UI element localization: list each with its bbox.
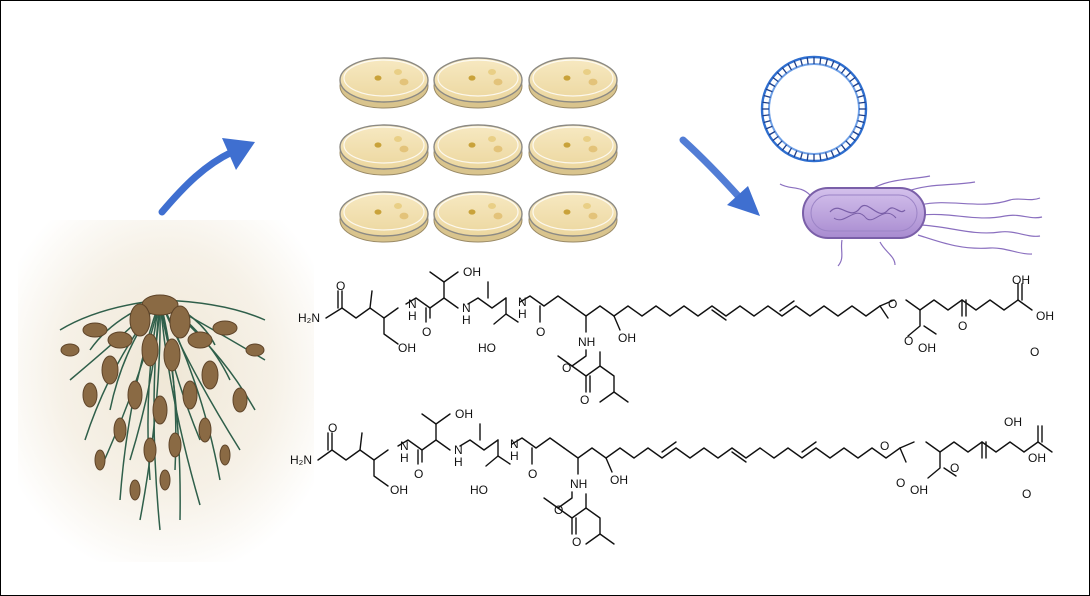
atom-label: H	[400, 451, 409, 465]
atom-label: OH	[910, 483, 928, 497]
atom-label: HO	[478, 341, 496, 355]
chemical-structure-2	[317, 413, 1053, 545]
atom-label: O	[414, 467, 423, 481]
atom-label: OH	[1028, 451, 1046, 465]
petri-dish-icon	[339, 57, 429, 109]
atom-label: O	[554, 503, 563, 517]
atom-label: OH	[398, 341, 416, 355]
atom-label: OH	[1012, 273, 1030, 287]
atom-label: HO	[470, 483, 488, 497]
petri-dish-icon	[339, 191, 429, 243]
petri-dish-icon	[339, 124, 429, 176]
atom-label: OH	[918, 341, 936, 355]
atom-label: H	[518, 307, 527, 321]
atom-label: O	[572, 535, 581, 549]
atom-label: O	[562, 361, 571, 375]
atom-label: H₂N	[290, 453, 312, 467]
atom-label: N	[408, 297, 417, 311]
atom-label: N	[462, 301, 471, 315]
atom-label: N	[454, 443, 463, 457]
root-illustration	[18, 220, 314, 562]
atom-label: N	[400, 439, 409, 453]
petri-dish-icon	[433, 57, 523, 109]
chemical-structure-1	[325, 271, 1033, 403]
atom-label: NH	[578, 335, 595, 349]
petri-dish-grid	[339, 57, 618, 243]
atom-label: OH	[1004, 415, 1022, 429]
curved-arrow-icon	[679, 136, 760, 216]
petri-dish-icon	[433, 124, 523, 176]
atom-label: OH	[1036, 309, 1054, 323]
atom-label: O	[422, 325, 431, 339]
petri-dish-icon	[528, 191, 618, 243]
atom-label: O	[1030, 345, 1039, 359]
atom-label: N	[518, 295, 527, 309]
atom-label: O	[896, 476, 905, 490]
curved-arrow-icon	[158, 138, 255, 216]
atom-label: OH	[610, 473, 628, 487]
atom-label: N	[510, 437, 519, 451]
atom-label: O	[528, 467, 537, 481]
plasmid-icon	[760, 55, 868, 163]
atom-label: H	[408, 309, 417, 323]
atom-label: O	[580, 393, 589, 407]
atom-label: H	[510, 449, 519, 463]
petri-dish-icon	[528, 57, 618, 109]
atom-label: O	[880, 439, 889, 453]
atom-label: OH	[390, 483, 408, 497]
atom-label: O	[336, 279, 345, 293]
petri-dish-icon	[433, 191, 523, 243]
atom-label: O	[958, 319, 967, 333]
atom-label: O	[888, 297, 897, 311]
atom-label: OH	[455, 407, 473, 421]
atom-label: O	[904, 334, 913, 348]
petri-dish-icon	[528, 124, 618, 176]
bacterium-icon	[779, 175, 1043, 267]
atom-label: OH	[463, 265, 481, 279]
atom-label: O	[1022, 487, 1031, 501]
atom-label: H₂N	[298, 311, 320, 325]
atom-label: H	[462, 313, 471, 327]
atom-label: NH	[570, 477, 587, 491]
atom-label: H	[454, 455, 463, 469]
atom-label: O	[950, 461, 959, 475]
atom-label: O	[328, 421, 337, 435]
atom-label: O	[536, 325, 545, 339]
atom-label: OH	[618, 331, 636, 345]
